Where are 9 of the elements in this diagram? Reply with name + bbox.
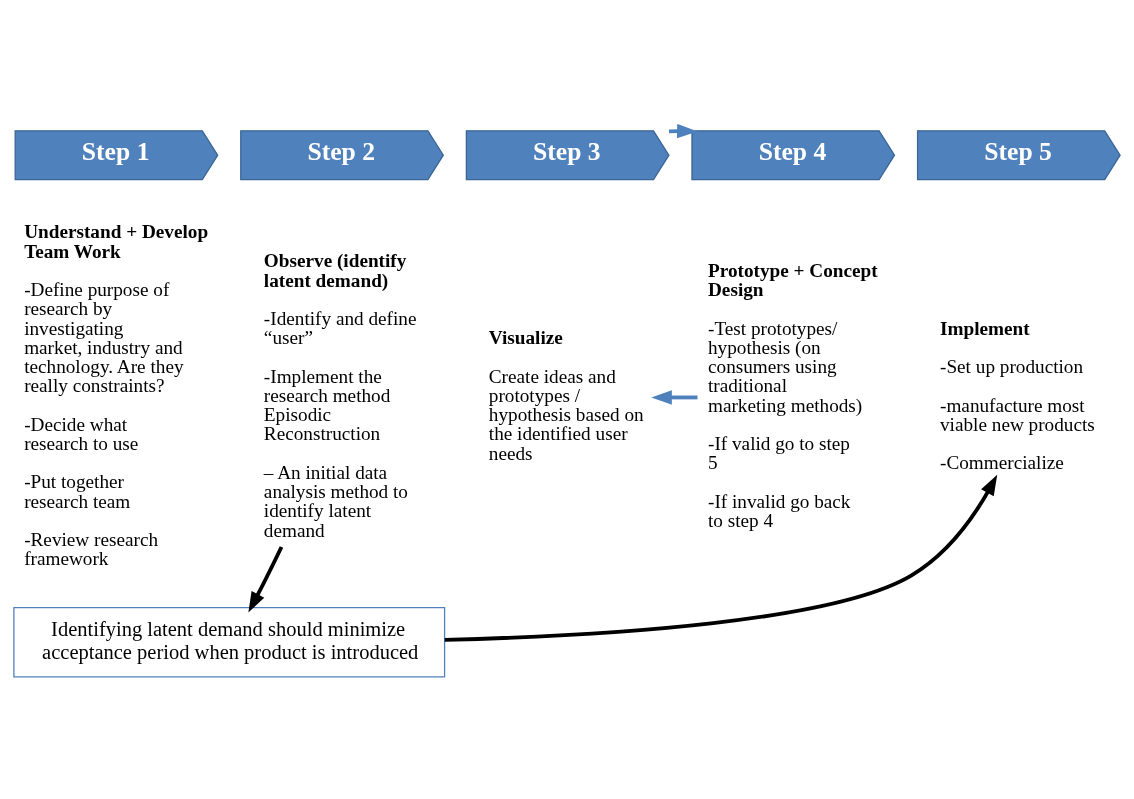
arrow — [248, 545, 284, 613]
arrow — [651, 389, 698, 405]
node-text: Visualize Create ideas and prototypes / hypothesis based on the identified user needs — [488, 326, 644, 464]
node-text: Implement -Set up production -manufacture most viable new products -Commercialize — [940, 317, 1095, 473]
node-box: Identifying latent demand should minimize acceptance period when product is introduced — [13, 606, 446, 677]
node-text: Observe (identify latent demand) -Identify and define “user” -Implement the research method Episodic Reconstruction – An initial data analysis method to identify latent demand — [263, 249, 417, 541]
node-text: Prototype + Concept Design -Test prototypes/ hypothesis (on consumers using traditional marketing methods) -If valid go to step 5 -If invalid go back to step 4 — [708, 259, 878, 531]
arrow — [444, 474, 998, 642]
node-text: Understand + Develop Team Work -Define purpose of research by investigating market, industry and technology. Are they really constraints? -Decide what research to use -Put together research team -Review research framework — [24, 220, 209, 569]
